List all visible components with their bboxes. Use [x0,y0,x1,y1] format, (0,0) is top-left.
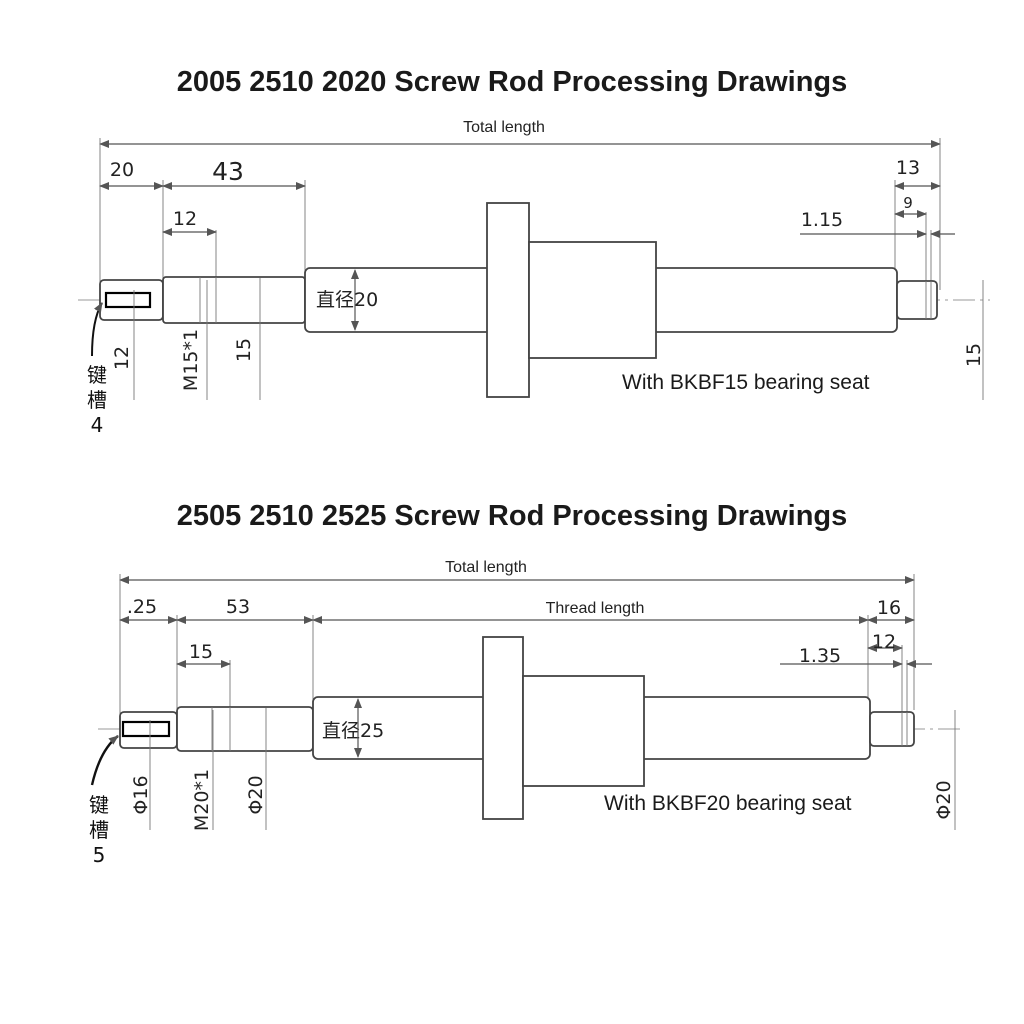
keyway-char-2: 槽 [89,818,109,842]
nut-flange [482,636,524,820]
bearing-end-segment [896,280,938,320]
drawing1-title: 2005 2510 2020 Screw Rod Processing Draw… [176,66,848,98]
nut-flange [486,202,530,398]
dim-13: 13 [896,157,920,179]
keyway-char-2: 槽 [87,388,107,412]
keyway [104,291,152,309]
dim-53: 53 [226,596,250,618]
thread-length-label: Thread length [546,600,645,617]
dim-12-top: 12 [173,208,197,230]
drawing1: Total length 20 43 12 13 9 1.15 [78,119,990,437]
drawing2-title: 2505 2510 2525 Screw Rod Processing Draw… [176,500,848,532]
keyway-char-1: 键 [87,363,107,387]
dim-15-right: 15 [963,343,985,367]
dim-m15: M15*1 [180,329,202,391]
dim-phi20-left: Φ20 [245,775,267,814]
dim-15-left: 15 [233,338,255,362]
dim-12: 12 [872,631,896,653]
dim-1-15: 1.15 [801,209,843,231]
nut-body [528,241,657,359]
drawing2: Total length Thread length .25 53 15 16 … [89,559,960,867]
nut-body [522,675,645,787]
dim-12-side: 12 [111,346,133,370]
dim-1-35: 1.35 [799,645,841,667]
bearing-end-segment [869,711,915,747]
dim-20: 20 [110,159,134,181]
keyway-char-1: 键 [89,793,109,817]
dim-15-top: 15 [189,641,213,663]
total-length-label: Total length [463,119,545,136]
dim-16: 16 [877,597,901,619]
thread-segment [176,706,314,752]
dim-m20: M20*1 [191,769,213,831]
thread-segment [162,276,306,324]
dim-phi16: Φ16 [130,775,152,814]
diameter-label: 直径25 [322,720,384,742]
keyway-size: 4 [91,413,104,437]
bearing-note: With BKBF20 bearing seat [604,792,852,815]
dim-25: .25 [127,596,157,618]
dim-43: 43 [212,157,244,186]
dim-phi20-right: Φ20 [933,780,955,819]
bearing-note: With BKBF15 bearing seat [622,371,870,394]
total-length-label: Total length [445,559,527,576]
keyway [121,720,171,738]
diameter-label: 直径20 [316,289,378,311]
dim-9: 9 [903,194,913,212]
keyway-size: 5 [93,843,106,867]
